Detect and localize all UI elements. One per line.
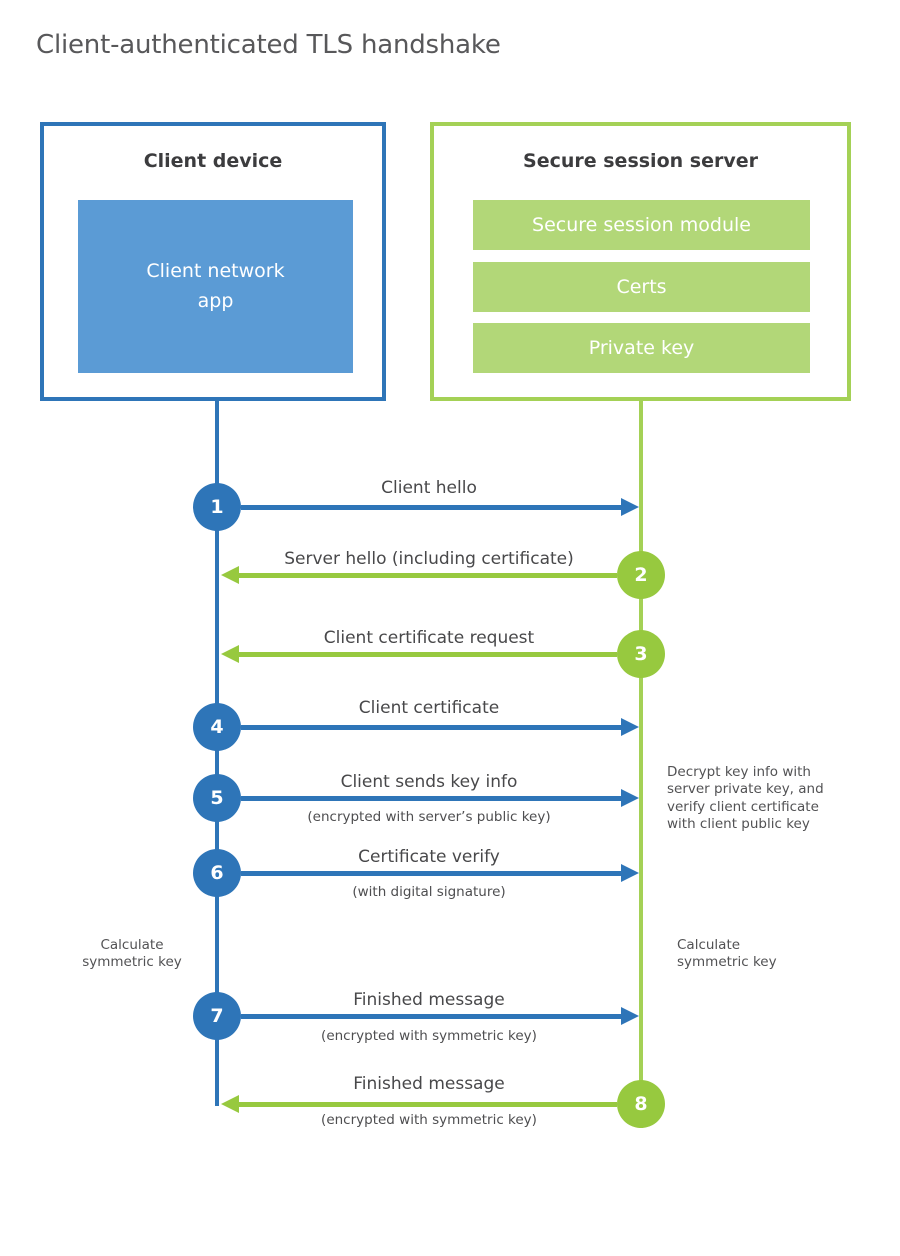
client-network-app-label: Client network app xyxy=(146,260,285,312)
step-7-label: Finished message xyxy=(353,990,505,1010)
step-2-arrow-left-icon xyxy=(221,566,617,584)
step-3-label: Client certificate request xyxy=(323,628,535,648)
step-5-sublabel: (encrypted with server’s public key) xyxy=(307,809,551,825)
client-network-app-rect: Client network app xyxy=(78,200,353,373)
step-3-badge: 3 xyxy=(617,630,665,678)
server-module-secure-session: Secure session module xyxy=(473,200,810,250)
server-calculate-symmetric-key-note: Calculate symmetric key xyxy=(677,937,777,971)
server-module-certs: Certs xyxy=(473,262,810,312)
server-lifeline xyxy=(639,401,643,1128)
step-7-sublabel: (encrypted with symmetric key) xyxy=(321,1028,537,1044)
step-8-sublabel: (encrypted with symmetric key) xyxy=(321,1112,537,1128)
step-7-arrow-right-icon xyxy=(241,1007,639,1025)
step-2-label: Server hello (including certificate) xyxy=(284,549,574,569)
client-calculate-symmetric-key-note: Calculate symmetric key xyxy=(82,937,182,971)
step-7-badge: 7 xyxy=(193,992,241,1040)
step-4-label: Client certificate xyxy=(358,698,500,718)
step-8-badge: 8 xyxy=(617,1080,665,1128)
step-5-arrow-right-icon xyxy=(241,789,639,807)
step-1-badge: 1 xyxy=(193,483,241,531)
step-6-sublabel: (with digital signature) xyxy=(352,884,506,900)
step-4-arrow-right-icon xyxy=(241,718,639,736)
step-6-arrow-right-icon xyxy=(241,864,639,882)
server-decrypt-note: Decrypt key info with server private key… xyxy=(667,764,824,832)
step-6-label: Certificate verify xyxy=(358,847,500,867)
server-module-private-key: Private key xyxy=(473,323,810,373)
step-5-badge: 5 xyxy=(193,774,241,822)
step-5-label: Client sends key info xyxy=(340,772,518,792)
step-1-label: Client hello xyxy=(381,478,477,498)
step-8-arrow-left-icon xyxy=(221,1095,617,1113)
client-device-box: Client device Client network app xyxy=(40,122,386,401)
step-1-arrow-right-icon xyxy=(241,498,639,516)
step-2-badge: 2 xyxy=(617,551,665,599)
step-8-label: Finished message xyxy=(353,1074,505,1094)
step-4-badge: 4 xyxy=(193,703,241,751)
client-lifeline xyxy=(215,401,219,1106)
secure-session-server-box: Secure session server Secure session mod… xyxy=(430,122,851,401)
step-6-badge: 6 xyxy=(193,849,241,897)
secure-session-server-title: Secure session server xyxy=(523,150,758,172)
client-device-title: Client device xyxy=(143,150,283,172)
step-3-arrow-left-icon xyxy=(221,645,617,663)
page-title: Client-authenticated TLS handshake xyxy=(36,30,501,60)
